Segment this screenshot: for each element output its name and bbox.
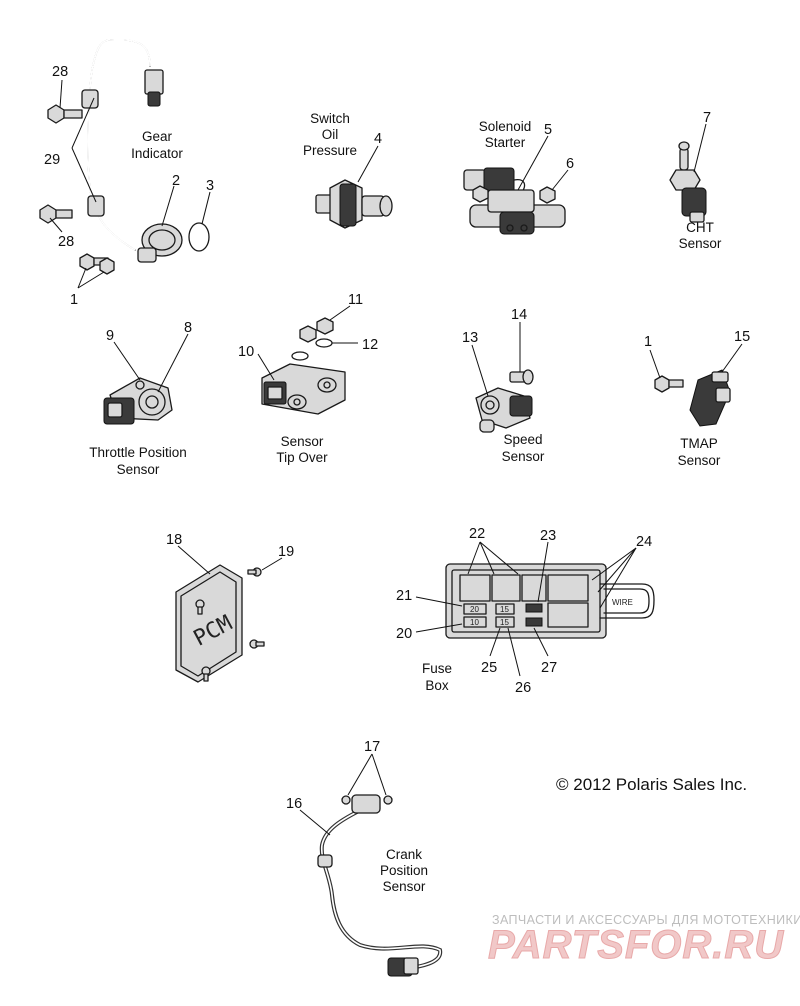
label-oil-line2: Oil xyxy=(322,127,339,142)
callout-12: 12 xyxy=(362,337,378,353)
callout-20: 20 xyxy=(396,626,412,642)
label-gear-line2: Indicator xyxy=(131,146,183,161)
tmap-sensor-part xyxy=(654,369,731,427)
callout-2: 2 xyxy=(172,173,180,189)
wire-tag: WIRE xyxy=(612,598,633,607)
pcm-screws xyxy=(195,567,265,682)
callout-1-gear: 1 xyxy=(70,292,78,308)
callout-19: 19 xyxy=(278,544,294,560)
bolt-28-top xyxy=(47,104,83,124)
callout-27: 27 xyxy=(541,660,557,676)
fuse-20-label: 20 xyxy=(470,605,479,614)
label-throttle-line2: Sensor xyxy=(117,462,160,477)
callout-22: 22 xyxy=(469,526,485,542)
label-crank-line2: Position xyxy=(380,863,428,878)
callout-16: 16 xyxy=(286,796,302,812)
fuse-10-label: 10 xyxy=(470,618,479,627)
switch-oil-pressure-part xyxy=(315,179,393,229)
copyright-notice: © 2012 Polaris Sales Inc. xyxy=(556,775,747,794)
callout-26: 26 xyxy=(515,680,531,696)
label-fuse-line1: Fuse xyxy=(422,661,452,676)
callout-15: 15 xyxy=(734,329,750,345)
label-cht-line2: Sensor xyxy=(679,236,722,251)
throttle-position-sensor-part xyxy=(103,377,173,425)
callout-5: 5 xyxy=(544,122,552,138)
label-solenoid-line2: Starter xyxy=(485,135,526,150)
callout-21: 21 xyxy=(396,588,412,604)
label-crank-line1: Crank xyxy=(386,847,422,862)
callout-17: 17 xyxy=(364,739,380,755)
cht-sensor-part xyxy=(669,141,707,223)
callout-25: 25 xyxy=(481,660,497,676)
fuse-15b-label: 15 xyxy=(500,618,509,627)
label-tmap-line1: TMAP xyxy=(680,436,718,451)
speed-sensor-part xyxy=(475,369,534,433)
callout-6: 6 xyxy=(566,156,574,172)
bolt-28-lower xyxy=(39,204,73,224)
callout-numbers: 28 29 28 1 2 3 4 5 6 7 9 8 11 10 12 13 1… xyxy=(44,64,750,812)
label-speed-line2: Sensor xyxy=(502,449,545,464)
callout-28-top: 28 xyxy=(52,64,68,80)
label-oil-line3: Pressure xyxy=(303,143,357,158)
label-oil-line1: Switch xyxy=(310,111,350,126)
callout-24: 24 xyxy=(636,534,652,550)
callout-9: 9 xyxy=(106,328,114,344)
label-fuse-line2: Box xyxy=(425,678,449,693)
label-tipover-line2: Tip Over xyxy=(276,450,328,465)
label-crank-line3: Sensor xyxy=(383,879,426,894)
label-speed-line1: Speed xyxy=(503,432,542,447)
label-throttle-line1: Throttle Position xyxy=(89,445,187,460)
callout-28-lower: 28 xyxy=(58,234,74,250)
solenoid-starter-part xyxy=(463,167,566,235)
label-solenoid-line1: Solenoid xyxy=(479,119,532,134)
fuse-box-part: 20 10 15 15 WIRE xyxy=(445,563,655,639)
callout-23: 23 xyxy=(540,528,556,544)
crank-position-sensor-part xyxy=(317,794,443,977)
callout-10: 10 xyxy=(238,344,254,360)
label-tipover-line1: Sensor xyxy=(281,434,324,449)
label-gear-line1: Gear xyxy=(142,129,173,144)
callout-1-tmap: 1 xyxy=(644,334,652,350)
watermark-brand: PARTSFOR.RU xyxy=(488,923,784,967)
callout-3: 3 xyxy=(206,178,214,194)
callout-13: 13 xyxy=(462,330,478,346)
callout-8: 8 xyxy=(184,320,192,336)
callout-7: 7 xyxy=(703,110,711,126)
callout-14: 14 xyxy=(511,307,527,323)
leader-lines xyxy=(49,79,743,836)
label-cht-line1: CHT xyxy=(686,220,714,235)
callout-18: 18 xyxy=(166,532,182,548)
part-labels: Gear Indicator Switch Oil Pressure Solen… xyxy=(89,111,722,894)
fuse-15a-label: 15 xyxy=(500,605,509,614)
label-tmap-line2: Sensor xyxy=(678,453,721,468)
gear-indicator-assembly xyxy=(39,38,210,275)
sensor-tip-over-part xyxy=(261,317,346,415)
watermark-tagline: ЗАПЧАСТИ И АКСЕССУАРЫ ДЛЯ МОТОТЕХНИКИ xyxy=(492,913,800,927)
callout-11: 11 xyxy=(348,292,363,308)
callout-4: 4 xyxy=(374,131,382,147)
callout-29: 29 xyxy=(44,152,60,168)
pcm-part: PCM xyxy=(175,564,265,683)
